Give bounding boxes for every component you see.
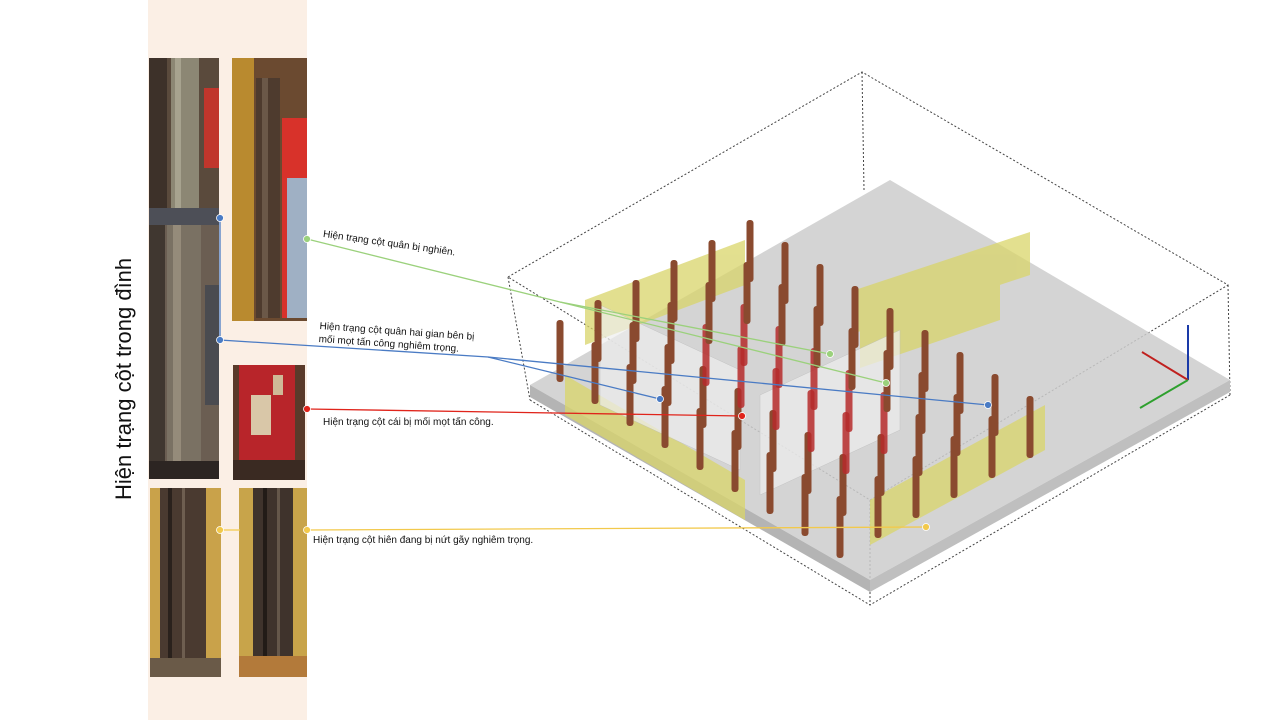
column [746,220,754,282]
photo-column-cracked-right [239,488,307,677]
photo-column-leaning [232,58,307,321]
column [781,242,789,304]
floor-edge-right [870,380,1230,592]
axes-icon [1139,325,1189,409]
column [991,374,999,436]
column [708,240,716,302]
column [670,260,678,322]
leader-dots [216,214,992,534]
leader-lines [219,218,989,531]
column [632,280,640,342]
column [886,308,894,370]
column [816,264,824,326]
column [556,320,564,382]
column [956,352,964,414]
callout-red-label: Hiện trạng cột cái bị mối mọt tấn công. [323,417,494,428]
photo-column-red [233,365,305,480]
callout-yellow-label: Hiện trạng cột hiên đang bị nứt gãy nghi… [313,535,534,546]
photo-column-cracked-left [150,488,221,677]
photo-column-left-full [149,225,219,479]
column [594,300,602,362]
column [1026,396,1034,458]
photo-column-top-left [149,58,219,225]
column [851,286,859,348]
column [921,330,929,392]
